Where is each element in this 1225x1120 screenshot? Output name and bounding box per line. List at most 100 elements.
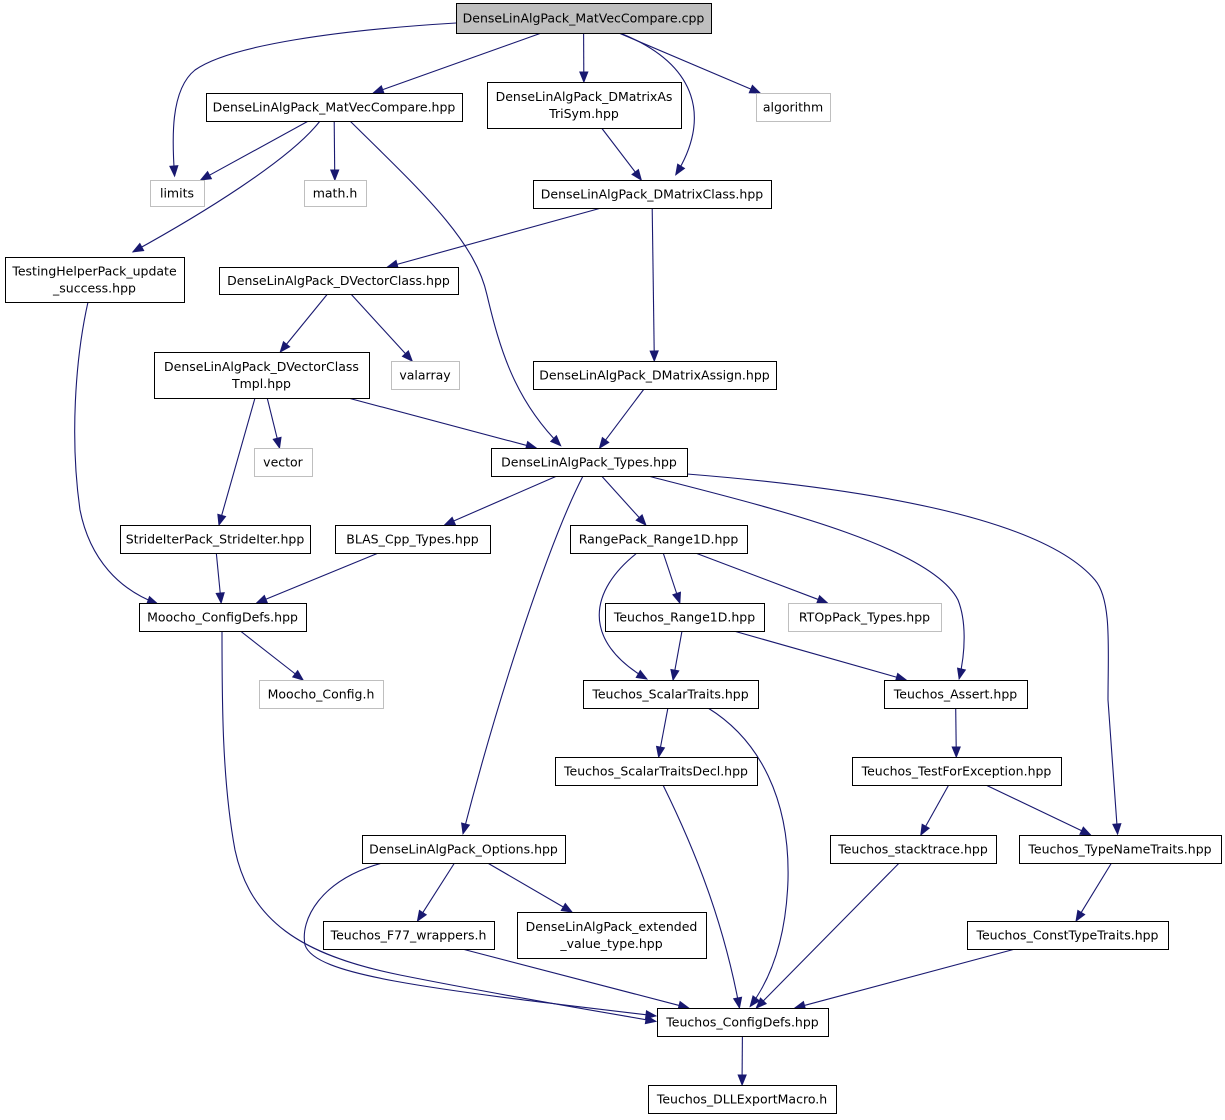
node-box [583, 680, 759, 709]
node-label: Teuchos_stacktrace.hpp [837, 842, 988, 857]
node-box [648, 1085, 837, 1114]
edge-blas-types-to-moocho-configdefs-arrowhead [255, 594, 269, 604]
node-strideiter[interactable]: StrideIterPack_StrideIter.hpp [120, 525, 311, 554]
edge-root-to-matveccompare-hpp [381, 32, 542, 91]
edge-teuchos-range1d-to-assert-arrowhead [894, 672, 908, 682]
node-label: DenseLinAlgPack_Types.hpp [501, 455, 677, 470]
node-box [154, 352, 370, 399]
node-dmatrixassign[interactable]: DenseLinAlgPack_DMatrixAssign.hpp [533, 361, 777, 390]
node-label: Teuchos_ConstTypeTraits.hpp [975, 928, 1158, 943]
node-box [304, 180, 367, 207]
edge-consttypetraits-to-teuchos-configdefs [803, 948, 1016, 1007]
node-scalartraitsdecl[interactable]: Teuchos_ScalarTraitsDecl.hpp [555, 757, 758, 786]
edge-root-to-algorithm-arrowhead [748, 84, 762, 94]
node-options[interactable]: DenseLinAlgPack_Options.hpp [362, 835, 566, 864]
edge-options-to-f77-wrappers-arrowhead [416, 909, 428, 923]
edge-dmatrixas-trisym-to-dmatrixclass [601, 127, 637, 174]
node-testforexception[interactable]: Teuchos_TestForException.hpp [852, 757, 1062, 786]
node-box [788, 603, 942, 632]
node-testinghelper[interactable]: TestingHelperPack_update_success.hpp [5, 257, 185, 303]
edge-options-to-extended-value-arrowhead [560, 902, 574, 913]
edge-options-to-extended-value [487, 862, 565, 908]
node-teuchos-range1d[interactable]: Teuchos_Range1D.hpp [605, 603, 765, 632]
node-label: Teuchos_F77_wrappers.h [330, 928, 487, 943]
node-box [206, 93, 463, 122]
node-matveccompare-hpp[interactable]: DenseLinAlgPack_MatVecCompare.hpp [206, 93, 463, 122]
edge-matveccompare-hpp-to-testinghelper-arrowhead [131, 242, 145, 253]
node-label: Teuchos_ScalarTraitsDecl.hpp [563, 764, 748, 779]
node-label: DenseLinAlgPack_Options.hpp [369, 842, 558, 857]
edge-types-to-range1d [601, 475, 641, 519]
edge-dvectorclass-to-dvectorclass-tmpl [285, 293, 328, 346]
edge-moocho-configdefs-to-moocho-config [240, 630, 297, 675]
node-extended-value[interactable]: DenseLinAlgPack_extended_value_type.hpp [517, 912, 707, 959]
node-label: math.h [313, 186, 358, 201]
edges-layer [74, 22, 1122, 1087]
node-consttypetraits[interactable]: Teuchos_ConstTypeTraits.hpp [967, 921, 1169, 950]
node-label: DenseLinAlgPack_DVectorClass.hpp [227, 273, 450, 288]
node-teuchos-configdefs[interactable]: Teuchos_ConfigDefs.hpp [657, 1008, 829, 1037]
node-box [852, 757, 1062, 786]
node-label: Teuchos_Range1D.hpp [613, 610, 755, 625]
edge-dmatrixclass-to-dmatrixassign [651, 207, 655, 353]
node-label: StrideIterPack_StrideIter.hpp [126, 532, 305, 547]
edge-range1d-to-rtop-types [695, 552, 820, 601]
node-label: DenseLinAlgPack_DMatrixClass.hpp [541, 187, 763, 202]
node-label: valarray [399, 368, 451, 383]
node-blas-types[interactable]: BLAS_Cpp_Types.hpp [335, 525, 491, 554]
edge-root-to-dmatrixclass-arrowhead [675, 163, 686, 176]
node-dmatrixclass[interactable]: DenseLinAlgPack_DMatrixClass.hpp [533, 180, 772, 209]
node-stacktrace[interactable]: Teuchos_stacktrace.hpp [830, 835, 997, 864]
edge-types-to-blas-types-arrowhead [443, 516, 457, 526]
node-scalartraits[interactable]: Teuchos_ScalarTraits.hpp [583, 680, 759, 709]
node-label: Teuchos_ConfigDefs.hpp [665, 1015, 818, 1030]
node-box [517, 912, 707, 959]
node-assert[interactable]: Teuchos_Assert.hpp [884, 680, 1028, 709]
node-math-h: math.h [304, 180, 367, 207]
node-label: DenseLinAlgPack_extended [526, 919, 698, 934]
edge-options-to-teuchos-configdefs [303, 862, 656, 1017]
edge-testforexception-to-stacktrace [924, 784, 950, 828]
node-dllexport[interactable]: Teuchos_DLLExportMacro.h [648, 1085, 837, 1114]
edge-types-to-assert-arrowhead [956, 667, 967, 681]
edge-options-to-teuchos-configdefs-arrowhead [644, 1010, 658, 1020]
node-box [533, 180, 772, 209]
node-box [491, 448, 688, 477]
edge-dvectorclass-tmpl-to-strideiter-arrowhead [217, 513, 227, 527]
node-box [1019, 835, 1222, 864]
edge-matveccompare-hpp-to-limits [208, 120, 309, 177]
edge-types-to-range1d-arrowhead [635, 514, 647, 526]
node-label: Teuchos_TypeNameTraits.hpp [1027, 842, 1211, 857]
node-box [605, 603, 765, 632]
node-typenametraits[interactable]: Teuchos_TypeNameTraits.hpp [1019, 835, 1222, 864]
node-box [120, 525, 311, 554]
node-root[interactable]: DenseLinAlgPack_MatVecCompare.cpp [456, 3, 712, 34]
edge-types-to-blas-types [452, 475, 558, 522]
edge-testforexception-to-typenametraits [985, 784, 1083, 832]
node-box [456, 3, 712, 34]
edge-root-to-algorithm [618, 32, 753, 91]
node-dvectorclass[interactable]: DenseLinAlgPack_DVectorClass.hpp [219, 267, 459, 295]
edge-matveccompare-hpp-to-math-h [333, 120, 336, 172]
edge-types-to-assert [647, 475, 965, 679]
node-f77-wrappers[interactable]: Teuchos_F77_wrappers.h [323, 921, 495, 950]
node-box [139, 603, 307, 632]
edge-moocho-configdefs-to-moocho-config-arrowhead [291, 669, 305, 681]
node-label: TriSym.hpp [548, 106, 619, 121]
edge-scalartraits-to-scalartraitsdecl [659, 707, 669, 749]
node-types[interactable]: DenseLinAlgPack_Types.hpp [491, 448, 688, 477]
edge-dmatrixas-trisym-to-dmatrixclass-arrowhead [631, 168, 643, 182]
node-box [150, 180, 205, 207]
node-moocho-configdefs[interactable]: Moocho_ConfigDefs.hpp [139, 603, 307, 632]
node-label: DenseLinAlgPack_MatVecCompare.hpp [213, 100, 456, 115]
node-label: algorithm [763, 100, 823, 115]
node-range1d[interactable]: RangePack_Range1D.hpp [570, 525, 748, 554]
edge-matveccompare-hpp-to-types [349, 120, 562, 447]
node-box [533, 361, 777, 390]
node-box [5, 257, 185, 303]
node-label: limits [160, 186, 194, 201]
node-label: DenseLinAlgPack_DMatrixAssign.hpp [539, 368, 769, 383]
edge-range1d-to-rtop-types-arrowhead [816, 594, 829, 604]
